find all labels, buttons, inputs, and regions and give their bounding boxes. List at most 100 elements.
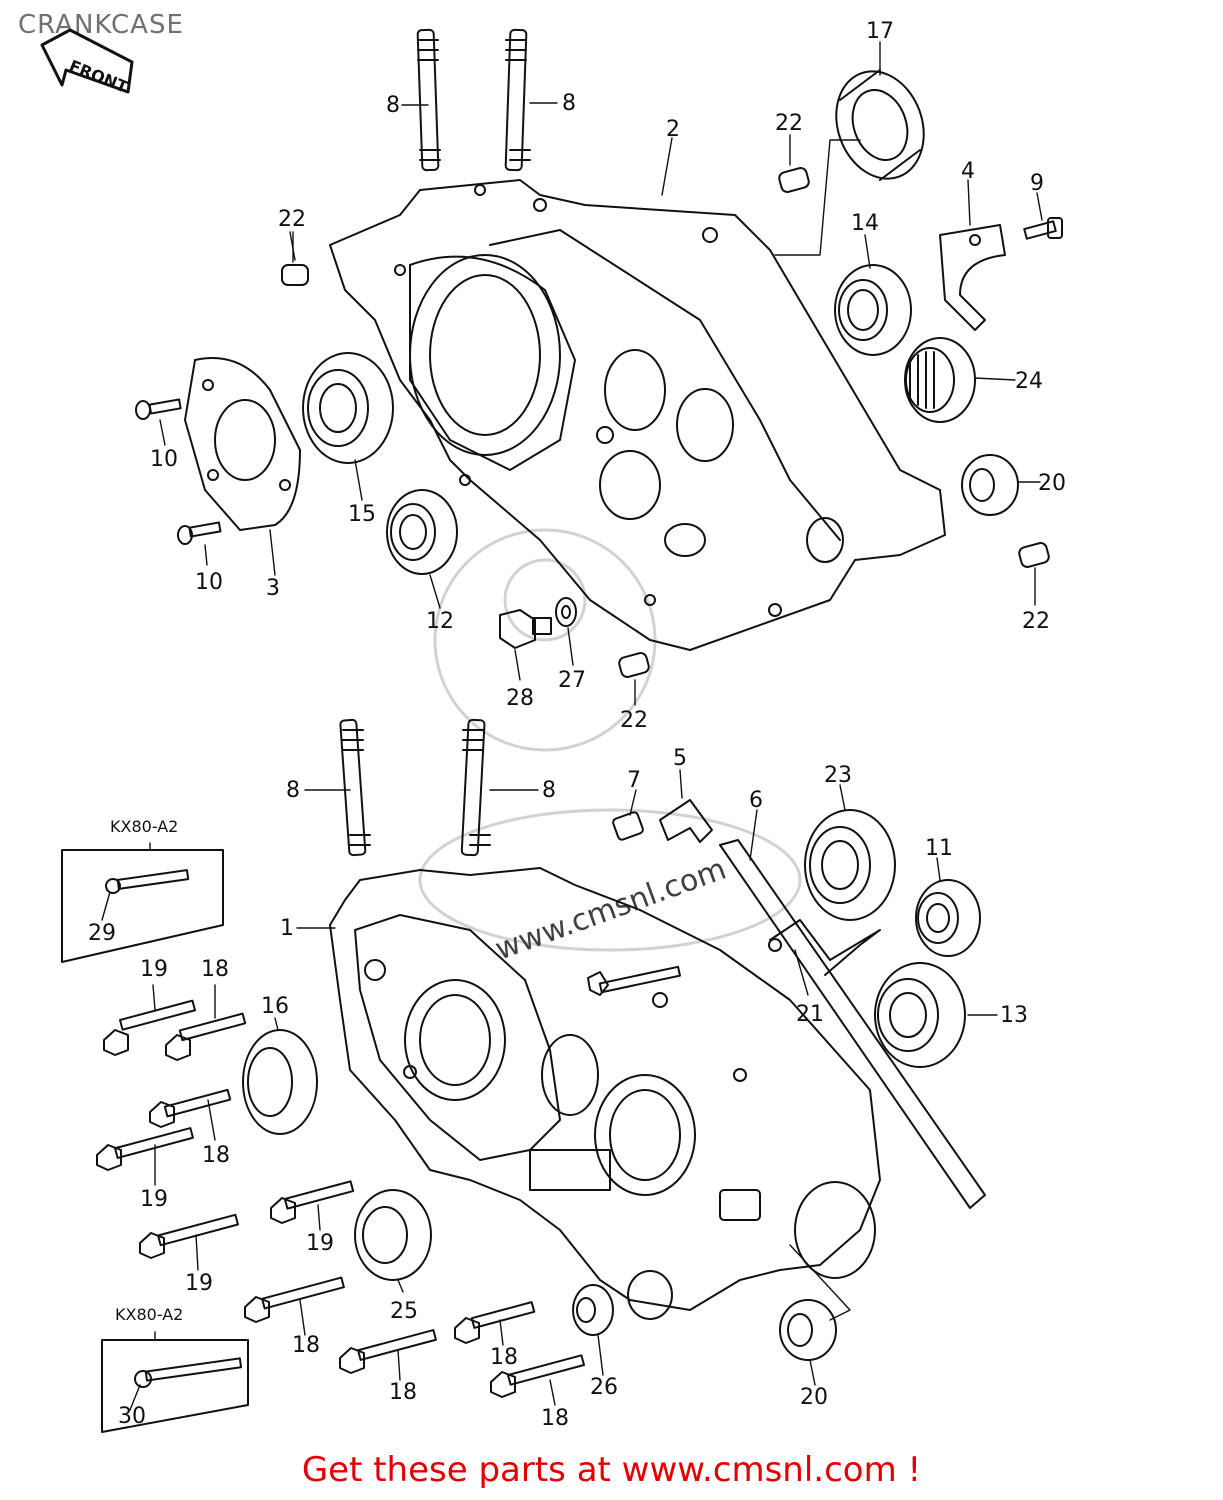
bolt-18-c [244, 1276, 345, 1323]
screw-10-lower [177, 521, 222, 545]
callout-19: 19 [185, 1271, 213, 1296]
bolt-19-b [96, 1127, 194, 1171]
callout-8: 8 [286, 778, 300, 803]
variant-box-29 [61, 849, 224, 963]
dowel-pin-22-a [778, 167, 810, 193]
stud-8-lower-right [460, 718, 491, 857]
drain-plug-28 [499, 609, 552, 649]
callout-8: 8 [562, 91, 576, 116]
variant-label-a: KX80-A2 [110, 817, 178, 836]
callout-19: 19 [140, 1187, 168, 1212]
callout-18: 18 [292, 1333, 320, 1358]
callout-3: 3 [266, 576, 280, 601]
hose-clamp-21 [768, 919, 881, 976]
callout-11: 11 [925, 836, 953, 861]
callout-16: 16 [261, 994, 289, 1019]
dowel-pin-22-c [1018, 542, 1050, 568]
bearing-11 [915, 879, 981, 957]
stud-8-lower-left [339, 718, 371, 857]
bolt-18-f [490, 1354, 585, 1398]
callout-28: 28 [506, 686, 534, 711]
bolt-19-d [139, 1213, 239, 1259]
bearing-plate-3 [184, 357, 301, 531]
callout-20: 20 [1038, 471, 1066, 496]
needle-bearing-24 [904, 337, 976, 423]
callout-18: 18 [490, 1345, 518, 1370]
screw-9 [1023, 217, 1063, 240]
callout-10: 10 [195, 570, 223, 595]
bolt-18-e [454, 1301, 536, 1344]
callout-1: 1 [280, 916, 294, 941]
breather-hose-6 [719, 839, 986, 1209]
bolt-18-d [339, 1329, 437, 1374]
oil-seal-17 [835, 69, 925, 181]
callout-27: 27 [558, 668, 586, 693]
oil-seal-25 [354, 1189, 432, 1281]
callout-10: 10 [150, 447, 178, 472]
callout-25: 25 [390, 1299, 418, 1324]
front-arrow-icon: FRONT [40, 28, 134, 97]
callout-19: 19 [306, 1231, 334, 1256]
callout-7: 7 [627, 768, 641, 793]
page-title: CRANKCASE [18, 10, 184, 40]
callout-18: 18 [202, 1143, 230, 1168]
callout-6: 6 [749, 788, 763, 813]
callout-22: 22 [775, 111, 803, 136]
callout-18: 18 [389, 1380, 417, 1405]
callout-14: 14 [851, 211, 879, 236]
washer-27 [555, 597, 577, 627]
bolt-18-a [165, 1012, 247, 1061]
bearing-13 [874, 962, 966, 1068]
screw-10-upper [135, 398, 182, 420]
callout-2: 2 [666, 117, 680, 142]
callout-22: 22 [620, 708, 648, 733]
case-bolt [587, 965, 681, 996]
bracket-4 [939, 224, 1006, 331]
dowel-pin-22-b [281, 264, 309, 286]
callout-9: 9 [1030, 171, 1044, 196]
callout-12: 12 [426, 609, 454, 634]
callout-21: 21 [796, 1002, 824, 1027]
bolt-19-a [103, 999, 197, 1056]
callout-22: 22 [278, 207, 306, 232]
stud-8-upper-right [504, 28, 531, 172]
bolt-18-b [149, 1088, 232, 1128]
get-parts-link[interactable]: Get these parts at www.cmsnl.com ! [301, 1450, 922, 1490]
callout-26: 26 [590, 1375, 618, 1400]
bolt-19-c [270, 1180, 355, 1224]
callout-19: 19 [140, 957, 168, 982]
bearing-23 [804, 809, 896, 921]
oil-seal-26 [572, 1284, 614, 1336]
callout-22: 22 [1022, 609, 1050, 634]
callout-17: 17 [866, 19, 894, 44]
bearing-15 [302, 352, 394, 464]
callout-15: 15 [348, 502, 376, 527]
leader-lines [101, 41, 1043, 1411]
callout-18: 18 [541, 1406, 569, 1431]
breather-fitting-7 [612, 811, 644, 841]
callout-23: 23 [824, 763, 852, 788]
oil-seal-16 [242, 1029, 318, 1135]
callout-8: 8 [542, 778, 556, 803]
stud-8-upper-left [416, 28, 441, 172]
callout-8: 8 [386, 93, 400, 118]
callout-29: 29 [88, 921, 116, 946]
spacer-20-lower [779, 1299, 837, 1361]
callout-4: 4 [961, 159, 975, 184]
cmsnl-watermark: www.cmsnl.com [418, 528, 802, 968]
crankcase-right-half [329, 867, 881, 1320]
callout-labels: 8 8 17 2 22 4 9 22 14 24 10 15 20 10 3 1… [88, 19, 1066, 1431]
crankcase-left-half [329, 179, 946, 651]
callout-24: 24 [1015, 369, 1043, 394]
elbow-5 [659, 799, 713, 843]
callout-18: 18 [201, 957, 229, 982]
callout-30: 30 [118, 1404, 146, 1429]
spacer-20-upper [961, 454, 1019, 516]
callout-20: 20 [800, 1385, 828, 1410]
bearing-12 [386, 489, 458, 575]
variant-label-b: KX80-A2 [115, 1305, 183, 1324]
callout-5: 5 [673, 746, 687, 771]
callout-13: 13 [1000, 1003, 1028, 1028]
variant-box-30 [101, 1339, 249, 1433]
